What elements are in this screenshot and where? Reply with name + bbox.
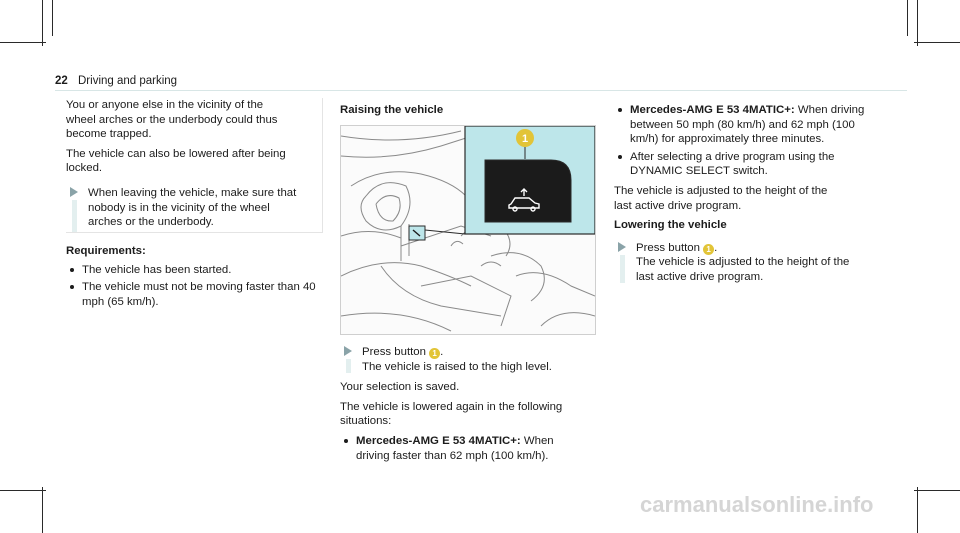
bullet-icon bbox=[618, 108, 622, 112]
car-lift-icon bbox=[508, 188, 540, 212]
step-text: Press button bbox=[636, 241, 700, 254]
bullet-icon bbox=[618, 154, 622, 159]
section-heading: Raising the vehicle bbox=[340, 104, 444, 116]
warning-note: You or anyone else in the vicinity of th… bbox=[66, 98, 323, 233]
step-text: When leaving the vehicle, make sure that… bbox=[88, 186, 297, 229]
header-divider bbox=[55, 90, 907, 91]
instruction-step: When leaving the vehicle, make sure that… bbox=[66, 186, 303, 232]
step-bar bbox=[72, 199, 77, 232]
crop-mark bbox=[52, 0, 53, 36]
crop-mark bbox=[907, 0, 908, 36]
section-title: Driving and parking bbox=[78, 75, 178, 87]
list-item-text: When driving faster than 62 mph (100 km/… bbox=[356, 434, 554, 462]
crop-mark bbox=[0, 42, 46, 43]
step-punctuation: . bbox=[440, 346, 444, 358]
instruction-step: Press button 1. The vehicle is raised to… bbox=[340, 345, 596, 374]
lowering-heading: Lowering the vehicle bbox=[614, 219, 727, 232]
list-item: The vehicle has been started. bbox=[66, 263, 322, 278]
model-label: Mercedes-AMG E 53 4MATIC+: bbox=[630, 104, 795, 116]
bullet-icon bbox=[70, 267, 74, 272]
crop-mark bbox=[917, 0, 918, 46]
crop-mark bbox=[0, 490, 46, 491]
body-text: Your selection is saved. bbox=[340, 381, 460, 394]
note-paragraph: You or anyone else in the vicinity of th… bbox=[66, 99, 278, 141]
step-result: The vehicle is adjusted to the height of… bbox=[636, 256, 850, 283]
crop-mark bbox=[914, 42, 960, 43]
arrow-icon bbox=[344, 346, 352, 356]
requirements-section: Requirements: The vehicle has been start… bbox=[66, 244, 322, 314]
list-item: Mercedes-AMG E 53 4MATIC+: When driving … bbox=[340, 434, 576, 463]
button-number-badge: 1 bbox=[703, 243, 715, 255]
model-label: Mercedes-AMG E 53 4MATIC+: bbox=[356, 434, 521, 447]
list-item: The vehicle must not be moving faster th… bbox=[66, 280, 322, 309]
callout-badge bbox=[516, 129, 534, 147]
raising-steps: Press button 1. The vehicle is raised to… bbox=[340, 345, 596, 468]
leader-line bbox=[424, 229, 466, 235]
step-punctuation: . bbox=[714, 241, 718, 254]
instruction-step: Press button 1. The vehicle is adjusted … bbox=[614, 241, 861, 285]
list-item-text: After selecting a drive program using th… bbox=[630, 150, 835, 178]
lowering-conditions-list: Mercedes-AMG E 53 4MATIC+: When driving … bbox=[340, 434, 596, 463]
step-text: Press button bbox=[362, 346, 426, 358]
requirements-list: The vehicle has been started. The vehicl… bbox=[66, 263, 322, 310]
dashboard-drawing: 1 bbox=[341, 126, 595, 332]
step-bar bbox=[620, 254, 625, 283]
list-item: Mercedes-AMG E 53 4MATIC+: When driving … bbox=[614, 103, 869, 147]
raising-heading: Raising the vehicle bbox=[340, 103, 443, 122]
list-item-text: When driving between 50 mph (80 km/h) an… bbox=[630, 104, 865, 146]
dashboard-illustration: 1 bbox=[340, 125, 596, 335]
callout-number: 1 bbox=[522, 133, 528, 145]
crop-mark bbox=[42, 487, 43, 533]
lowering-conditions-list-cont: Mercedes-AMG E 53 4MATIC+: When driving … bbox=[614, 103, 869, 179]
bullet-icon bbox=[344, 438, 348, 443]
step-bar bbox=[346, 359, 351, 373]
button-mark bbox=[412, 229, 421, 237]
body-text: The vehicle is adjusted to the height of… bbox=[614, 184, 828, 212]
note-paragraph: The vehicle can also be lowered after be… bbox=[66, 147, 286, 175]
step-result: The vehicle is raised to the high level. bbox=[362, 360, 552, 373]
crop-mark bbox=[917, 487, 918, 533]
list-item-text: The vehicle has been started. bbox=[82, 263, 232, 276]
page-number: 22 bbox=[55, 75, 68, 87]
list-item-text: The vehicle must not be moving faster th… bbox=[82, 281, 316, 308]
arrow-icon bbox=[618, 241, 626, 252]
right-column: Mercedes-AMG E 53 4MATIC+: When driving … bbox=[614, 103, 869, 285]
button-number-badge: 1 bbox=[429, 348, 441, 359]
level-button-shape bbox=[484, 159, 572, 223]
body-text: The vehicle is lowered again in the foll… bbox=[340, 400, 563, 428]
crop-mark bbox=[914, 490, 960, 491]
watermark: carmanualsonline.info bbox=[640, 492, 874, 517]
crop-mark bbox=[42, 0, 43, 46]
arrow-icon bbox=[70, 186, 78, 197]
requirements-heading: Requirements: bbox=[66, 245, 146, 257]
list-item: After selecting a drive program using th… bbox=[614, 150, 860, 179]
bullet-icon bbox=[70, 285, 74, 290]
